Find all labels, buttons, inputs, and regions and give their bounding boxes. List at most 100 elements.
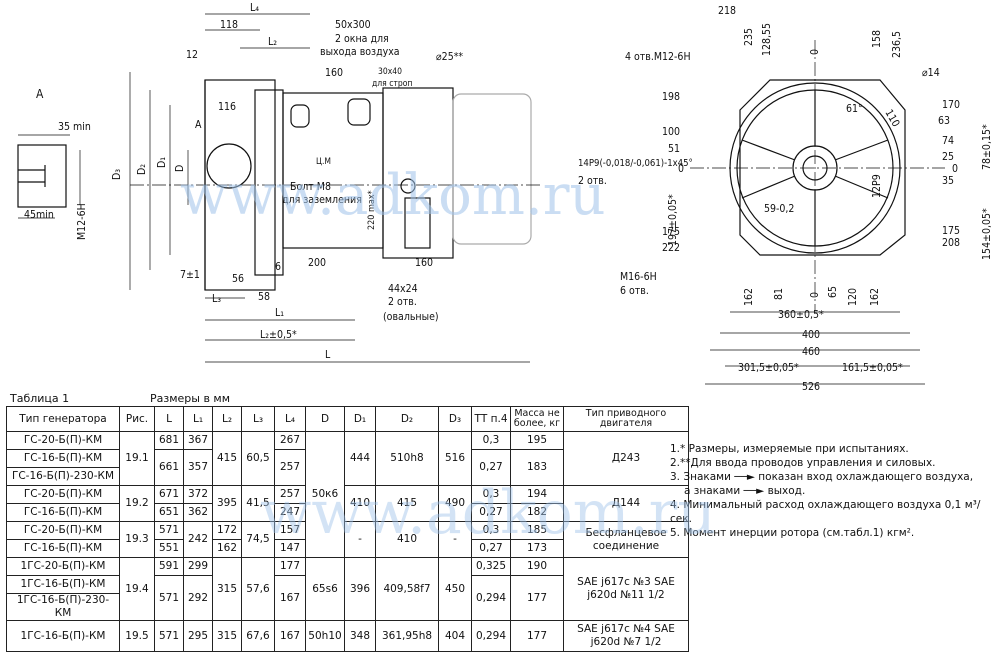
note-2: 2.**Для ввода проводов управления и сило… xyxy=(670,457,936,469)
ev-bot-8: 460 xyxy=(802,346,820,358)
table-row: ГС-16-Б(П)-КМ 661 357 257 0,27 183 xyxy=(6,449,689,486)
cell-type: ГС-16-Б(П)-230-КМ xyxy=(6,467,120,486)
cell-type: 1ГС-20-Б(П)-КМ xyxy=(6,557,120,576)
ev-right-1: 61° xyxy=(846,103,863,115)
cell-l2: 415 xyxy=(212,431,242,486)
cell-l3: 60,5 xyxy=(241,431,275,486)
cell-fig: 19.3 xyxy=(119,521,155,558)
cell-l2: 162 xyxy=(212,539,242,558)
cell-l1: 367 xyxy=(183,431,213,450)
cell-l2: 172 xyxy=(212,521,242,540)
ev-bot-6: 360±0,5* xyxy=(778,309,824,321)
cell-l3: 67,6 xyxy=(241,620,275,652)
dim-top-8: 30x40 xyxy=(378,67,402,77)
ev-bot-7: 400 xyxy=(802,329,820,341)
dim-bot-9: 2 отв. xyxy=(388,296,417,308)
table-units: Размеры в мм xyxy=(150,392,231,405)
ev-bot-3: 65 xyxy=(827,286,839,298)
ev-top-1: 235 xyxy=(743,28,755,46)
ev-bot-10: 161,5±0,05* xyxy=(842,362,903,374)
cell-l: 591 xyxy=(154,557,184,576)
ev-left-9: 222 xyxy=(662,242,680,254)
ev-left-5: 14Р9(-0,018/-0,061)-1x45° xyxy=(578,158,693,169)
cell-l4: 267 xyxy=(274,431,306,450)
cell-mass: 195 xyxy=(510,431,564,450)
cell-type: ГС-20-Б(П)-КМ xyxy=(6,431,120,450)
dim-bot-4: 160 xyxy=(415,257,433,269)
th-l1: L₁ xyxy=(183,406,213,432)
cell-fig: 19.4 xyxy=(119,557,155,621)
th-l4: L₄ xyxy=(274,406,306,432)
dim-top-1: 118 xyxy=(220,19,238,31)
cell-d: 50h10 xyxy=(305,620,345,652)
cell-mass: 183 xyxy=(510,449,564,486)
cell-l2: 315 xyxy=(212,620,242,652)
detail-dim-2: 45min xyxy=(24,209,54,221)
dim-bot-1: 56 xyxy=(232,273,244,285)
cell-tt: 0,27 xyxy=(471,539,511,558)
cell-type: 1ГС-16-Б(П)-230-КМ xyxy=(6,593,120,621)
ev-left-8: 175 xyxy=(662,226,680,238)
cell-mass: 173 xyxy=(510,539,564,558)
cell-fig: 19.5 xyxy=(119,620,155,652)
th-l2: L₂ xyxy=(212,406,242,432)
cell-d1: 396 xyxy=(344,557,376,621)
cell-l4: 247 xyxy=(274,503,306,522)
cell-l: 661 xyxy=(154,449,184,486)
table-header-row: Тип генератора Рис. L L₁ L₂ L₃ L₄ D D₁ D… xyxy=(6,406,689,432)
ev-right-14: 59-0,2 xyxy=(764,203,794,215)
cell-fig: 19.2 xyxy=(119,485,155,522)
ev-right-5: 74 xyxy=(942,135,954,147)
ev-right-4: 63 xyxy=(938,115,950,127)
cell-d1: 410 xyxy=(344,485,376,522)
cell-d2: 409,58f7 xyxy=(375,557,439,621)
ev-left-11: 6 отв. xyxy=(620,285,649,297)
cell-d: 50к6 xyxy=(305,431,345,558)
ev-right-12: 154±0,05* xyxy=(981,208,993,260)
watermark-top: www.adkom.ru xyxy=(180,163,606,228)
ev-right-6: 25 xyxy=(942,151,954,163)
cell-l4: 257 xyxy=(274,449,306,486)
detail-a-labels: A 35 min 45min M12-6H xyxy=(24,87,91,240)
cell-mass: 185 xyxy=(510,521,564,540)
th-tt: ТТ п.4 xyxy=(471,406,511,432)
ev-top-2: 128,55 xyxy=(761,23,773,56)
table-caption: Таблица 1 xyxy=(10,392,70,405)
th-type: Тип генератора xyxy=(6,406,120,432)
cell-tt: 0,3 xyxy=(471,521,511,540)
spec-table: Тип генератора Рис. L L₁ L₂ L₃ L₄ D D₁ D… xyxy=(6,406,689,652)
cell-fig: 19.1 xyxy=(119,431,155,486)
end-view-generator xyxy=(690,40,945,385)
cell-mass: 177 xyxy=(510,575,564,621)
cell-type: ГС-20-Б(П)-КМ xyxy=(6,485,120,504)
cell-l4: 257 xyxy=(274,485,306,504)
cell-tt: 0,27 xyxy=(471,503,511,522)
cell-l3: 57,6 xyxy=(241,557,275,621)
view-a-label: A xyxy=(195,119,202,131)
ev-left-7: 197±0,05* xyxy=(667,194,679,246)
ev-right-3: 170 xyxy=(942,99,960,111)
detail-a-title: A xyxy=(36,87,44,101)
ev-bot-11: 526 xyxy=(802,381,820,392)
cell-d3: - xyxy=(438,521,472,558)
cell-tt: 0,294 xyxy=(471,620,511,652)
dim-bot-8: 44x24 xyxy=(388,283,418,295)
cell-engine: Бесфланцевое соединение xyxy=(563,521,689,558)
ev-bot-1: 81 xyxy=(773,288,785,300)
ev-right-2: 110 xyxy=(882,108,901,130)
cell-type: ГС-16-Б(П)-КМ xyxy=(6,449,120,468)
notes: 1.* Размеры, измеряемые при испытаниях. … xyxy=(670,442,995,540)
dim-bot-3: 200 xyxy=(308,257,326,269)
cell-l: 671 xyxy=(154,485,184,504)
dim-bot-5: L₃ xyxy=(212,293,221,305)
cell-l1: 242 xyxy=(183,521,213,558)
cell-l1: 299 xyxy=(183,557,213,576)
cell-engine: Д144 xyxy=(563,485,689,522)
ev-top-4: 158 xyxy=(871,30,883,48)
dim-top-5: 2 окна для xyxy=(335,33,389,45)
th-d3: D₃ xyxy=(438,406,472,432)
cell-l3: 74,5 xyxy=(241,521,275,558)
ev-left-2: 100 xyxy=(662,126,680,138)
ev-right-13: 12Р9 xyxy=(871,174,883,198)
cell-l1: 295 xyxy=(183,620,213,652)
